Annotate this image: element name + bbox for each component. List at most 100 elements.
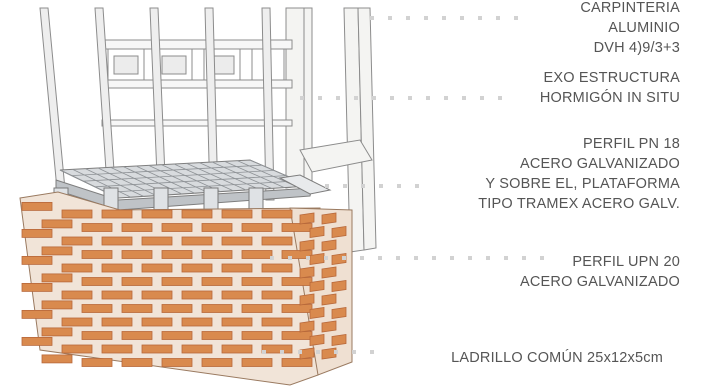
grating-bar	[237, 160, 298, 188]
brick	[309, 226, 325, 238]
brick	[161, 250, 193, 259]
brick	[281, 331, 313, 340]
leader-dot	[414, 256, 418, 260]
leader-dot	[442, 16, 446, 20]
grating-bar	[106, 180, 299, 193]
grating-bar	[123, 166, 183, 195]
leader-dot	[298, 350, 302, 354]
leader-dot	[462, 96, 466, 100]
brick	[321, 212, 337, 225]
brick	[141, 209, 173, 219]
grating-bar	[72, 168, 131, 198]
brick	[331, 226, 347, 238]
brick	[221, 344, 253, 354]
grating-bar	[71, 164, 263, 176]
label-line: HORMIGÓN IN SITU	[539, 90, 680, 106]
leader-dot	[316, 350, 320, 354]
leader-dot	[378, 256, 382, 260]
brick	[309, 253, 325, 265]
brick	[241, 277, 273, 286]
brick	[221, 317, 253, 327]
brick	[21, 255, 53, 265]
brick	[21, 201, 53, 211]
leader-dot	[270, 256, 274, 260]
leader-dot	[480, 96, 484, 100]
leader-dot	[390, 96, 394, 100]
label-line: ALUMINIO	[608, 20, 680, 36]
brick	[201, 250, 233, 259]
brick	[201, 304, 233, 313]
grating-bar	[224, 160, 285, 188]
brick	[101, 317, 133, 327]
leader-dot	[388, 16, 392, 20]
label-exo-estructura: EXO ESTRUCTURA HORMIGÓN IN SITU	[540, 70, 680, 107]
grating-bar	[148, 164, 208, 193]
tramex-platform	[55, 159, 332, 211]
brick	[121, 358, 153, 367]
grating-bar	[94, 175, 287, 188]
brick	[81, 331, 113, 340]
brick	[321, 266, 337, 279]
leader-dot	[397, 184, 401, 188]
brick	[261, 263, 293, 273]
brick	[201, 223, 233, 232]
brick	[141, 317, 173, 327]
leader-dot	[522, 256, 526, 260]
brick	[101, 209, 133, 219]
grating-lines	[59, 159, 311, 199]
brick	[61, 344, 93, 354]
brick	[321, 293, 337, 306]
grating-bar	[199, 162, 259, 190]
brick	[181, 236, 213, 246]
leader-dot	[486, 256, 490, 260]
brick	[261, 290, 293, 300]
leader-dot	[342, 256, 346, 260]
brick	[41, 327, 73, 337]
brick	[141, 236, 173, 246]
brick	[181, 290, 213, 300]
brick	[81, 223, 113, 232]
leader-dot	[318, 96, 322, 100]
grating-bar	[135, 165, 195, 194]
brick	[241, 331, 273, 340]
brick	[321, 239, 337, 252]
brick	[81, 304, 113, 313]
brick	[121, 331, 153, 340]
brick	[121, 250, 153, 259]
brick	[309, 280, 325, 292]
leader-dot	[300, 96, 304, 100]
brick	[221, 263, 253, 273]
brick	[309, 334, 325, 346]
label-line: PERFIL UPN 20	[572, 254, 680, 270]
brick	[181, 344, 213, 354]
brick	[21, 228, 53, 238]
leader-dot	[540, 256, 544, 260]
brick	[41, 354, 73, 364]
brick	[161, 358, 193, 367]
brick	[121, 223, 153, 232]
brick	[101, 344, 133, 354]
leader-dot	[450, 256, 454, 260]
brick	[21, 309, 53, 319]
brick	[299, 239, 315, 252]
leader-dot	[288, 256, 292, 260]
brick	[241, 250, 273, 259]
leader-dot	[432, 256, 436, 260]
brick	[21, 282, 53, 292]
brick	[141, 344, 173, 354]
brick	[309, 307, 325, 319]
vertical-mullions	[39, 7, 275, 201]
brick	[261, 317, 293, 327]
brick	[121, 277, 153, 286]
brick	[181, 263, 213, 273]
leader-dot	[360, 256, 364, 260]
brick	[299, 266, 315, 279]
label-line: EXO ESTRUCTURA	[543, 70, 680, 86]
leader-dot	[370, 16, 374, 20]
brick	[41, 219, 73, 229]
grating-bar	[97, 167, 157, 196]
brick	[321, 320, 337, 333]
brick-wall	[19, 191, 353, 386]
